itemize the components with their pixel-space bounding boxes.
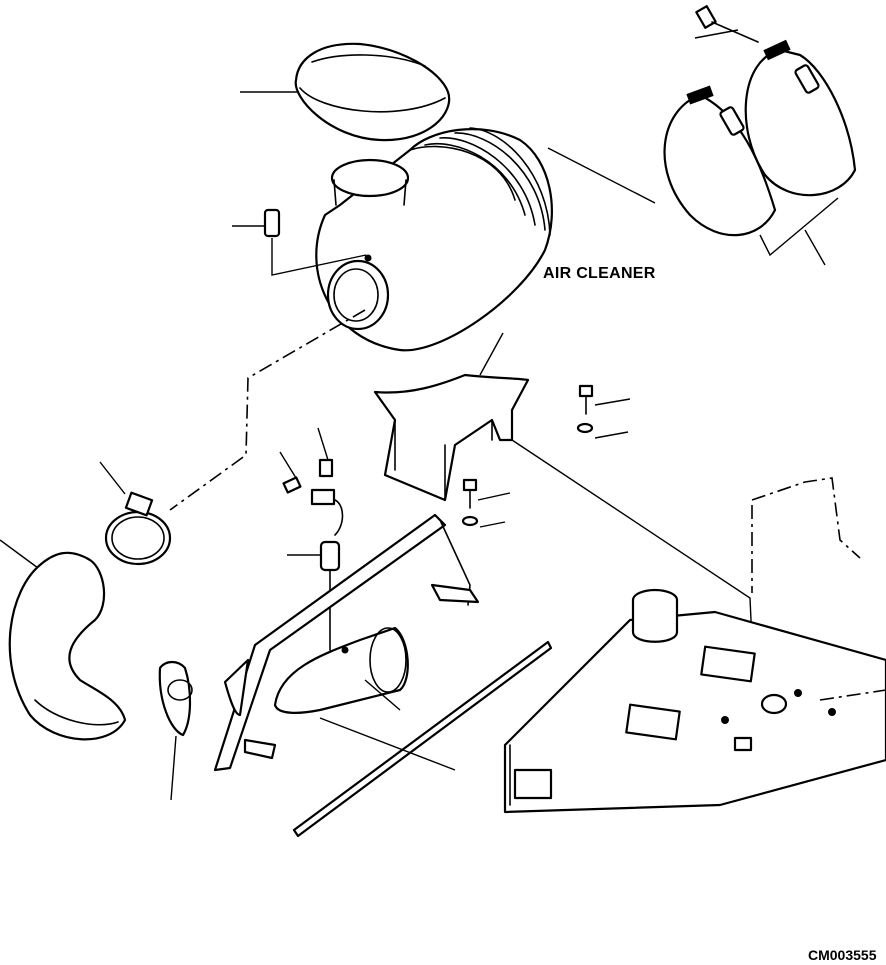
air-cleaner-body-icon: [315, 127, 553, 352]
mounting-bracket-icon: [373, 332, 530, 502]
bolt-icon: [279, 451, 302, 494]
air-cleaner-label: AIR CLEANER: [543, 265, 656, 282]
washer-icon: [576, 422, 629, 439]
harness-connector-icon: [310, 427, 344, 536]
bracket-bands-icon: [547, 5, 857, 266]
machine-frame-icon: [503, 477, 886, 814]
bolt-icon: [694, 5, 759, 43]
bolt-icon: [462, 478, 511, 509]
grommet-icon: [158, 660, 193, 801]
washer-icon: [461, 515, 506, 528]
elbow-hose-icon: [0, 539, 127, 741]
switch-sensor-icon: [287, 540, 341, 651]
hose-clamp-icon: [99, 461, 172, 566]
cap-icon: [240, 42, 451, 142]
indicator-sensor-icon: [232, 208, 367, 276]
bolt-icon: [578, 384, 631, 415]
tray-icon: [213, 513, 480, 772]
rubber-seal-strip-icon: [292, 640, 553, 838]
drawing-code-label: CM003555: [808, 947, 877, 963]
